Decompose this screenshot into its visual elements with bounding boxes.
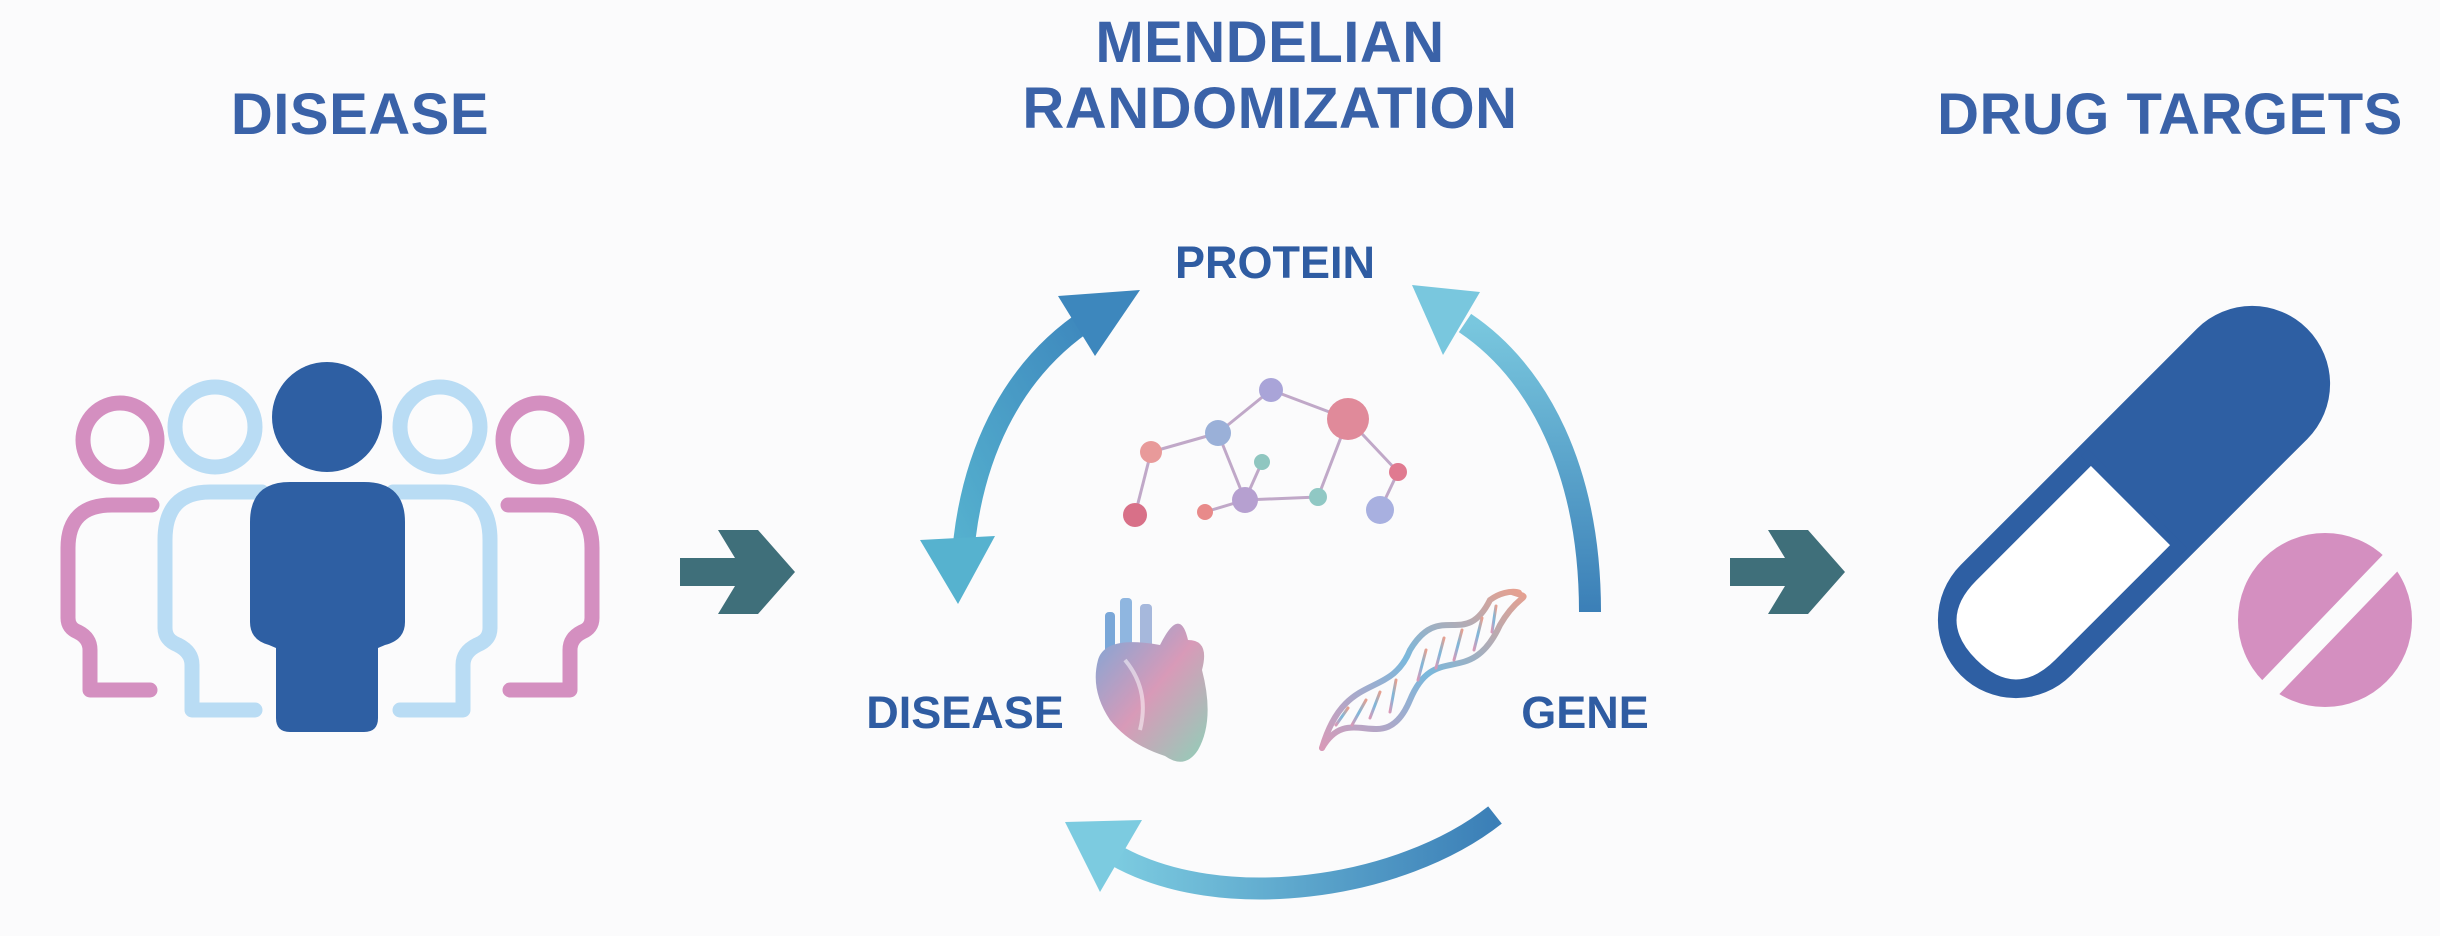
middle-people-icon — [157, 379, 498, 718]
gene-node-label: GENE — [1521, 687, 1649, 738]
mr-heading: MENDELIAN RANDOMIZATION — [920, 10, 1620, 142]
tablet-pill-icon — [2238, 533, 2412, 707]
disease-node-label: DISEASE — [866, 687, 1064, 738]
disease-heading: DISEASE — [230, 82, 490, 147]
gene-to-disease-arrow-icon — [1065, 806, 1502, 900]
heart-icon — [1095, 598, 1208, 762]
people-group-icon — [60, 362, 600, 732]
capsule-icon — [1937, 305, 2331, 699]
protein-disease-double-arrow-icon — [920, 290, 1140, 604]
mr-heading-line1: MENDELIAN — [1095, 10, 1445, 75]
dna-helix-icon — [1319, 588, 1527, 751]
protein-node-label: PROTEIN — [1174, 237, 1376, 288]
molecule-network-icon — [1123, 378, 1407, 527]
gene-to-protein-arrow-icon — [1412, 285, 1601, 613]
mr-heading-line2: RANDOMIZATION — [1022, 76, 1518, 141]
central-person-icon — [250, 362, 405, 732]
outer-people-icon — [60, 395, 600, 698]
right-arrow-icon — [1730, 530, 1845, 614]
right-arrow-icon — [680, 530, 795, 614]
drug-targets-heading: DRUG TARGETS — [1937, 82, 2403, 147]
